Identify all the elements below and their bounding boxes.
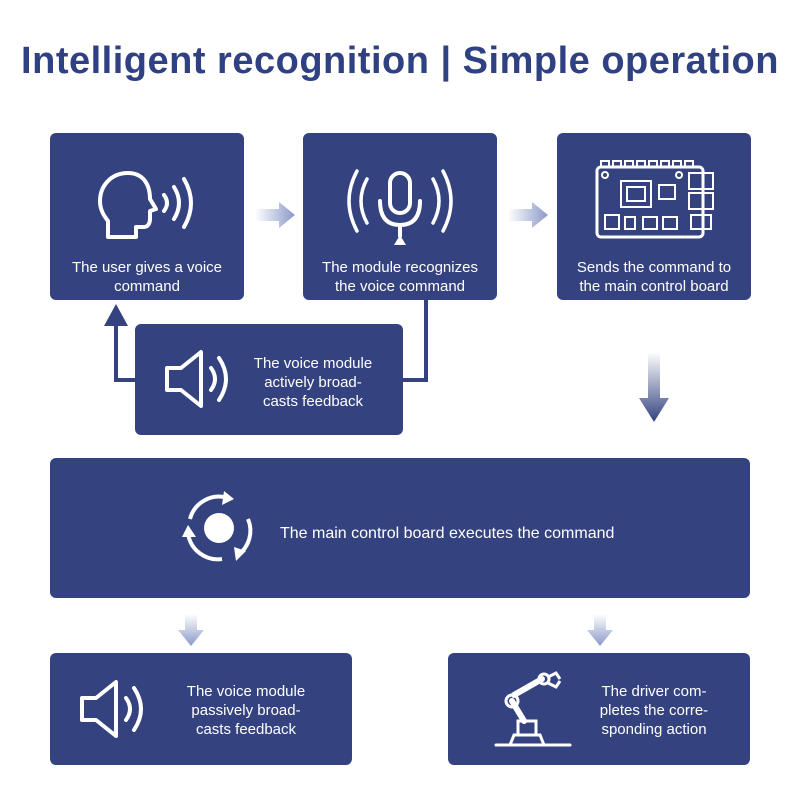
step-active-feedback-label: The voice module actively broad- casts f… bbox=[253, 355, 373, 410]
step-module-recognizes-label: The module recognizes the voice command bbox=[322, 259, 478, 295]
step-send-command-label: Sends the command to the main control bo… bbox=[576, 259, 732, 295]
arrow-down-main bbox=[639, 352, 669, 422]
microphone-icon bbox=[347, 169, 453, 245]
step-user-command-label: The user gives a voice command bbox=[71, 259, 223, 295]
circuit-board-icon bbox=[595, 160, 714, 239]
arrow-down-left bbox=[178, 614, 204, 646]
step-active-feedback: The voice module actively broad- casts f… bbox=[135, 324, 403, 435]
step-driver-action-label: The driver com- pletes the corre- spondi… bbox=[599, 683, 709, 738]
step-passive-feedback-label: The voice module passively broad- casts … bbox=[186, 683, 306, 738]
speaker-icon bbox=[165, 350, 228, 408]
step-module-recognizes: The module recognizes the voice command bbox=[303, 133, 497, 300]
step-driver-action: The driver com- pletes the corre- spondi… bbox=[448, 653, 750, 765]
step-passive-feedback: The voice module passively broad- casts … bbox=[50, 653, 352, 765]
arrow-down-right bbox=[587, 614, 613, 646]
step-execute-label: The main control board executes the comm… bbox=[280, 525, 615, 542]
refresh-cycle-icon bbox=[182, 491, 253, 562]
arrow-right-1 bbox=[255, 202, 295, 228]
speaking-head-icon bbox=[98, 171, 193, 239]
robot-arm-icon bbox=[494, 671, 572, 747]
speaker-icon bbox=[80, 680, 143, 738]
arrow-right-2 bbox=[508, 202, 548, 228]
step-execute: The main control board executes the comm… bbox=[50, 458, 750, 598]
step-send-command: Sends the command to the main control bo… bbox=[557, 133, 751, 300]
step-user-command: The user gives a voice command bbox=[50, 133, 244, 300]
page-title: Intelligent recognition | Simple operati… bbox=[21, 40, 779, 82]
